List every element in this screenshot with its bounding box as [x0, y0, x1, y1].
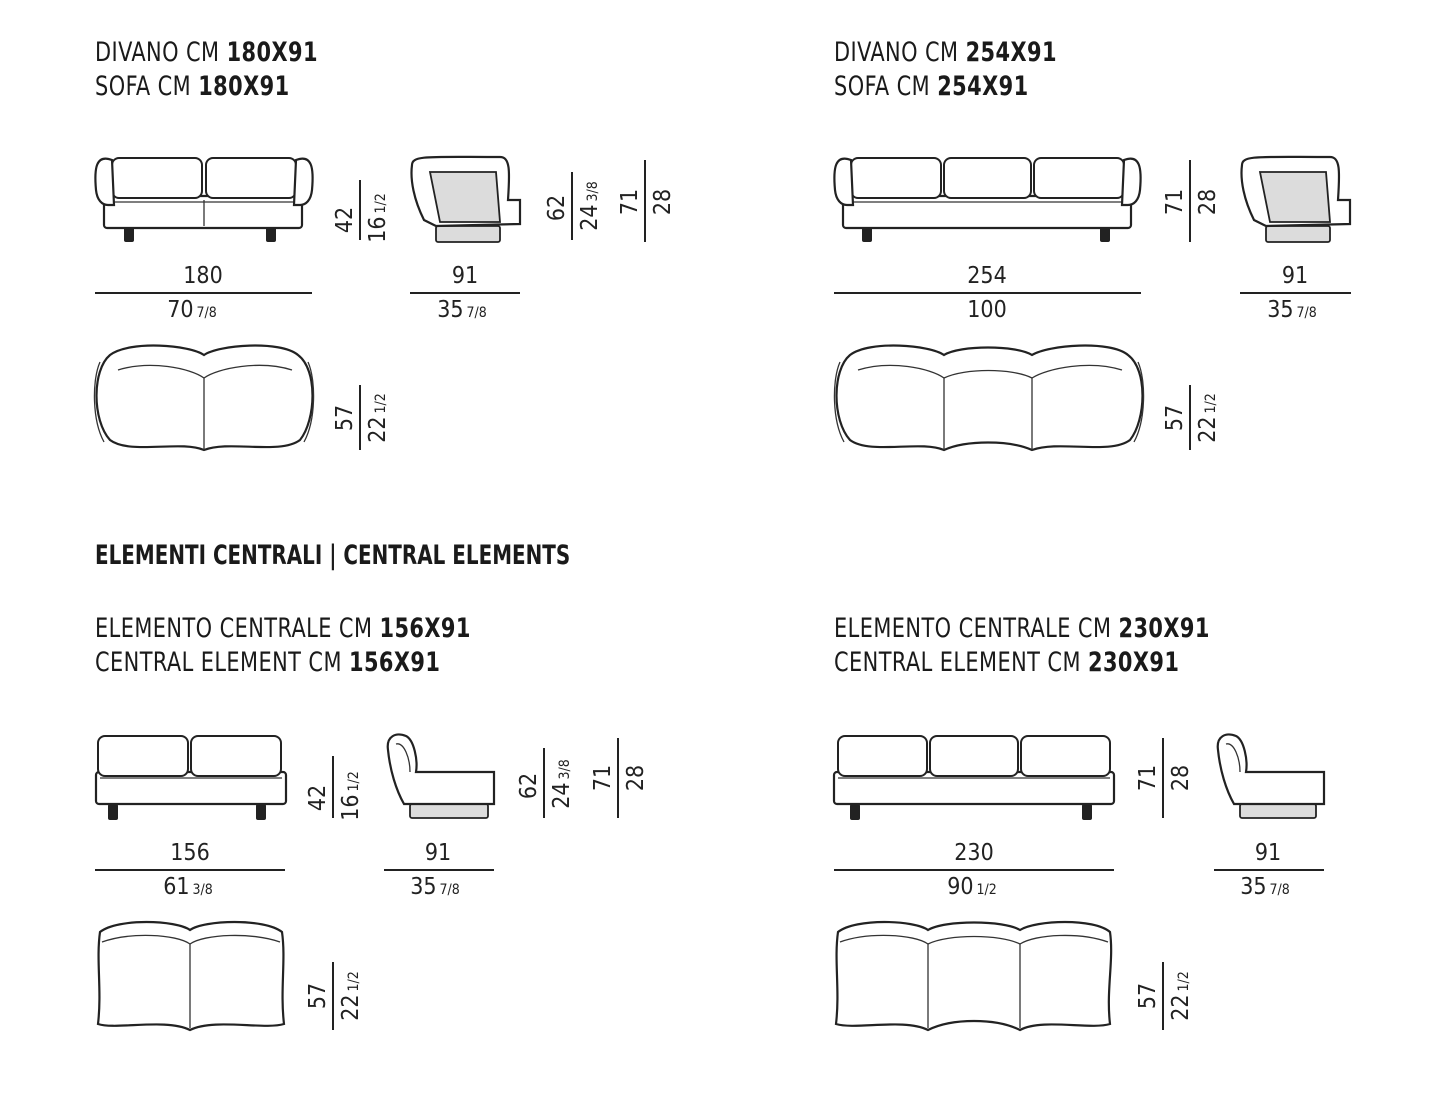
- sofa254-title: DIVANO CM 254X91 SOFA CM 254X91: [834, 36, 1057, 104]
- central230-title-it: ELEMENTO CENTRALE CM 230X91: [834, 613, 1210, 644]
- central156-title: ELEMENTO CENTRALE CM 156X91 CENTRAL ELEM…: [95, 612, 471, 680]
- section-title: ELEMENTI CENTRALI | CENTRAL ELEMENTS: [95, 540, 571, 571]
- sofa180-back-cm: 71: [617, 189, 643, 215]
- central230-width-cm: 230: [954, 840, 994, 866]
- central156-front-view: [94, 735, 288, 820]
- central230-front-view: [832, 735, 1116, 820]
- sofa254-side-view: [1240, 155, 1352, 243]
- central156-back-cm: 71: [590, 765, 616, 791]
- central156-side-view: [386, 733, 496, 819]
- sofa254-front-view: [833, 157, 1142, 242]
- central156-title-en: CENTRAL ELEMENT CM 156X91: [95, 647, 441, 678]
- sofa254-depth-cm: 91: [1282, 263, 1308, 289]
- sofa180-arm-cm: 62: [544, 195, 570, 221]
- sofa180-top-view: [93, 344, 315, 452]
- sofa180-width-cm: 180: [183, 263, 223, 289]
- central230-back-cm: 71: [1135, 765, 1161, 791]
- central156-arm-in: 243/8: [549, 759, 575, 809]
- sofa254-title-it: DIVANO CM 254X91: [834, 37, 1057, 68]
- sofa180-front-view: [94, 157, 314, 242]
- sofa180-side-view: [410, 155, 522, 243]
- sofa180-title: DIVANO CM 180X91 SOFA CM 180X91: [95, 36, 318, 104]
- sofa180-topdepth-in: 221/2: [365, 393, 391, 443]
- sofa180-title-en: SOFA CM 180X91: [95, 71, 290, 102]
- central156-width-cm: 156: [170, 840, 210, 866]
- central156-topdepth-cm: 57: [305, 983, 331, 1009]
- central156-title-it: ELEMENTO CENTRALE CM 156X91: [95, 613, 471, 644]
- central230-back-in: 28: [1168, 765, 1194, 791]
- central230-top-view: [834, 920, 1113, 1032]
- sofa254-topdepth-in: 221/2: [1195, 393, 1221, 443]
- central230-title-en: CENTRAL ELEMENT CM 230X91: [834, 647, 1180, 678]
- central230-depth-cm: 91: [1255, 840, 1281, 866]
- sofa254-topdepth-cm: 57: [1162, 405, 1188, 431]
- sofa254-back-in: 28: [1195, 189, 1221, 215]
- sofa180-seat-cm: 42: [332, 207, 358, 233]
- central156-back-in: 28: [623, 765, 649, 791]
- sofa180-title-it: DIVANO CM 180X91: [95, 37, 318, 68]
- sofa254-title-en: SOFA CM 254X91: [834, 71, 1029, 102]
- central230-topdepth-in: 221/2: [1168, 971, 1194, 1021]
- central156-seat-cm: 42: [305, 785, 331, 811]
- sofa254-top-view: [833, 344, 1145, 452]
- central230-topdepth-cm: 57: [1135, 983, 1161, 1009]
- sofa180-depth-cm: 91: [452, 263, 478, 289]
- sofa254-width-cm: 254: [967, 263, 1007, 289]
- sofa180-back-in: 28: [650, 189, 676, 215]
- sofa254-back-cm: 71: [1162, 189, 1188, 215]
- sofa180-topdepth-cm: 57: [332, 405, 358, 431]
- central156-seat-in: 161/2: [338, 771, 364, 821]
- central156-top-view: [96, 920, 286, 1032]
- sofa180-arm-in: 243/8: [577, 181, 603, 231]
- central156-topdepth-in: 221/2: [338, 971, 364, 1021]
- central230-title: ELEMENTO CENTRALE CM 230X91 CENTRAL ELEM…: [834, 612, 1210, 680]
- central156-depth-cm: 91: [425, 840, 451, 866]
- central156-arm-cm: 62: [516, 773, 542, 799]
- sofa180-seat-in: 161/2: [365, 193, 391, 243]
- sofa254-width-in: 100: [967, 297, 1007, 323]
- central230-side-view: [1216, 733, 1326, 819]
